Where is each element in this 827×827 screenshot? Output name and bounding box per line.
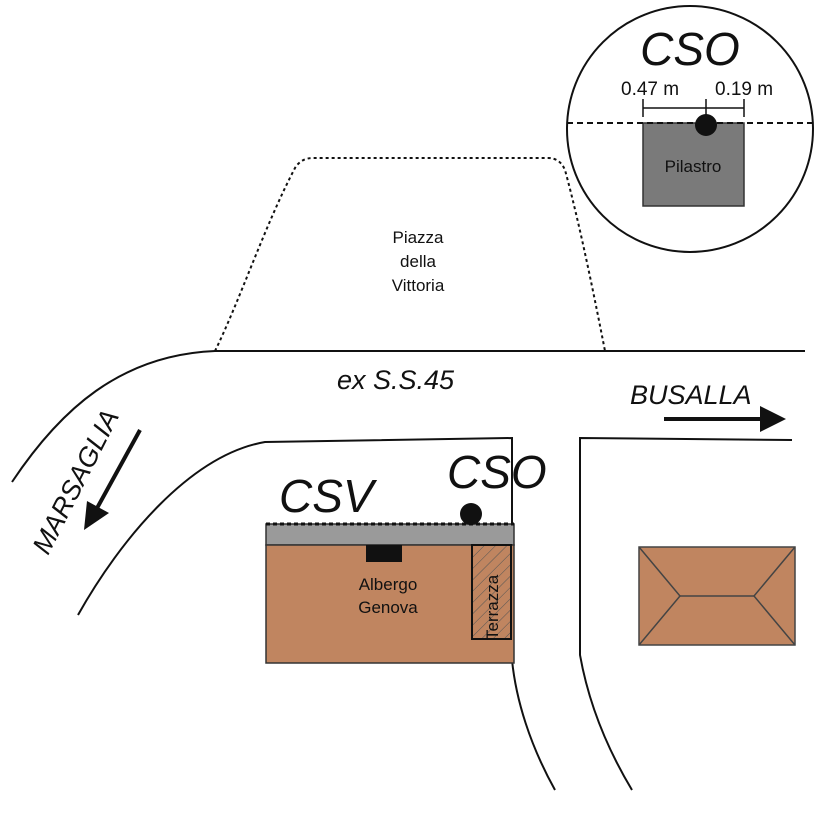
pilastro-box	[642, 122, 745, 207]
terrazza-label: Terrazza	[483, 574, 502, 640]
inset-title: CSO	[640, 23, 740, 75]
road-edge-north	[11, 350, 805, 483]
inset-detail: CSO Pilastro 0.47 m 0.19 m	[566, 5, 814, 253]
piazza-outline	[214, 157, 606, 352]
road-label-busalla: BUSALLA	[630, 380, 752, 410]
cso-marker-icon	[460, 503, 482, 525]
dimension-right: 0.19 m	[715, 79, 773, 100]
piazza-label-line3: Vittoria	[392, 276, 445, 295]
road-label-ss45: ex S.S.45	[337, 365, 455, 395]
pilastro-label: Pilastro	[665, 157, 722, 176]
inset-cso-marker-icon	[695, 114, 717, 136]
road-edge-south-west	[77, 436, 556, 791]
albergo-label-line2: Genova	[358, 598, 418, 617]
cso-label: CSO	[447, 446, 547, 498]
arrow-busalla-icon	[664, 406, 786, 432]
dimension-left: 0.47 m	[621, 79, 679, 100]
terrazza-area	[471, 544, 512, 640]
piazza-label-line2: della	[400, 252, 436, 271]
sidewalk-strip	[265, 523, 515, 546]
building-entrance	[366, 545, 402, 562]
road-edge-south-east	[579, 436, 793, 791]
house-east	[638, 546, 796, 646]
csv-label: CSV	[279, 470, 378, 522]
albergo-label-line1: Albergo	[359, 575, 418, 594]
arrow-marsaglia-icon	[84, 429, 142, 530]
piazza-label-line1: Piazza	[392, 228, 444, 247]
